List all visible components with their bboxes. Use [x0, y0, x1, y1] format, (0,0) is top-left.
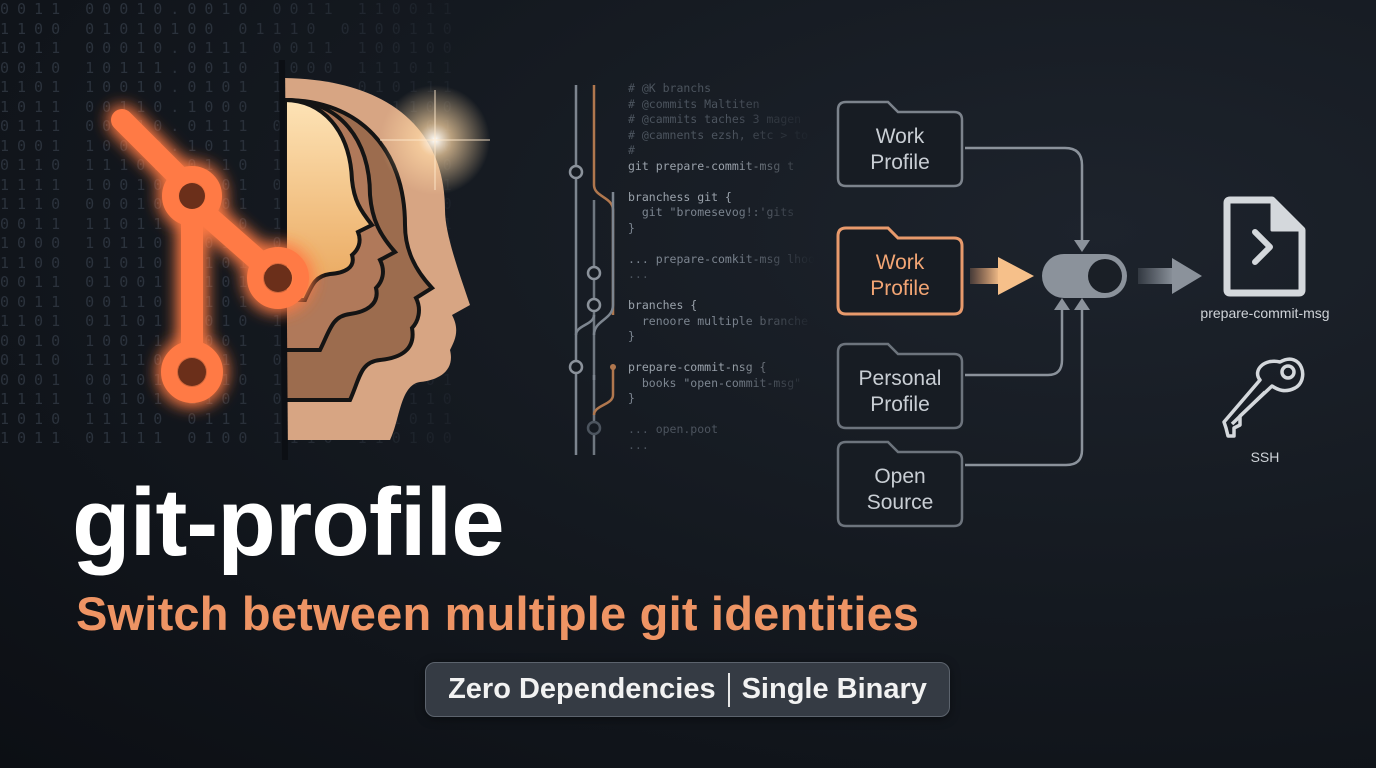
- binary-row: 0010 10111.0010 1000 111011: [0, 58, 460, 77]
- badge-left: Zero Dependencies: [448, 673, 716, 705]
- active-arrow-icon: [970, 257, 1034, 295]
- code-line: # @cammits taches 3 magen: [628, 112, 802, 126]
- folder-icon: [836, 226, 964, 316]
- code-line: [628, 236, 815, 252]
- feature-badge: Zero Dependencies Single Binary: [425, 662, 950, 717]
- code-line: git "bromesevog!:'gits: [628, 205, 795, 219]
- folder-icon: [836, 440, 964, 528]
- badge-right: Single Binary: [741, 673, 927, 705]
- output-arrow-icon: [1138, 258, 1202, 294]
- code-line: [628, 174, 815, 190]
- ssh-key-icon: [1222, 357, 1305, 438]
- binary-row: 1100 01010100 01110 0100110: [0, 19, 460, 38]
- code-line: [628, 407, 815, 423]
- code-line: # @commits Maltiten: [628, 96, 760, 111]
- binary-row: 1011 00010.0111 0011 100100: [0, 39, 460, 57]
- code-line: # @camnents ezsh, etc > to: [628, 127, 809, 142]
- code-line: renoore multiple branche: [628, 313, 809, 328]
- heads-icon: [279, 59, 490, 461]
- code-line: branches {: [628, 298, 698, 312]
- folder-icon: [836, 100, 964, 188]
- hook-label: prepare-commit-msg: [1200, 305, 1330, 321]
- code-line: # @K branchs: [628, 81, 712, 95]
- page-subtitle: Switch between multiple git identities: [76, 587, 920, 640]
- page-title: git-profile: [72, 469, 505, 576]
- toggle-switch-icon: [1042, 254, 1127, 298]
- script-file-icon: [1223, 196, 1306, 297]
- ssh-label: SSH: [1250, 449, 1280, 465]
- code-line: }: [628, 391, 635, 405]
- code-line: prepare-commit-nsg {: [628, 360, 767, 374]
- code-line: ...: [628, 437, 649, 452]
- badge-separator: [727, 672, 730, 707]
- code-line: ... prepare-comkit-msg lhoo: [628, 251, 815, 266]
- code-panel: # @K branchs# @commits Maltiten# @cammit…: [560, 75, 830, 460]
- code-lines: # @K branchs# @commits Maltiten# @cammit…: [628, 81, 815, 453]
- code-line: ... open.poot: [628, 422, 719, 436]
- code-line: #: [628, 143, 635, 157]
- code-line: }: [628, 220, 635, 235]
- profile-flow-diagram: [965, 146, 1306, 467]
- folder-icon: [836, 342, 964, 430]
- hero-illustration: [60, 59, 520, 461]
- branch-graph-icon: [568, 85, 616, 455]
- code-line: ...: [628, 267, 649, 281]
- code-line: }: [628, 329, 635, 343]
- git-branch-icon: [111, 109, 309, 403]
- code-line: [628, 283, 815, 299]
- code-line: [628, 345, 815, 361]
- code-line: books "open-commit-msg": [628, 375, 802, 390]
- code-line: branchess git {: [628, 189, 732, 204]
- binary-row: 0011 00010.0010 0011 110011: [0, 0, 460, 18]
- code-line: git prepare-commit-msg t: [628, 158, 795, 173]
